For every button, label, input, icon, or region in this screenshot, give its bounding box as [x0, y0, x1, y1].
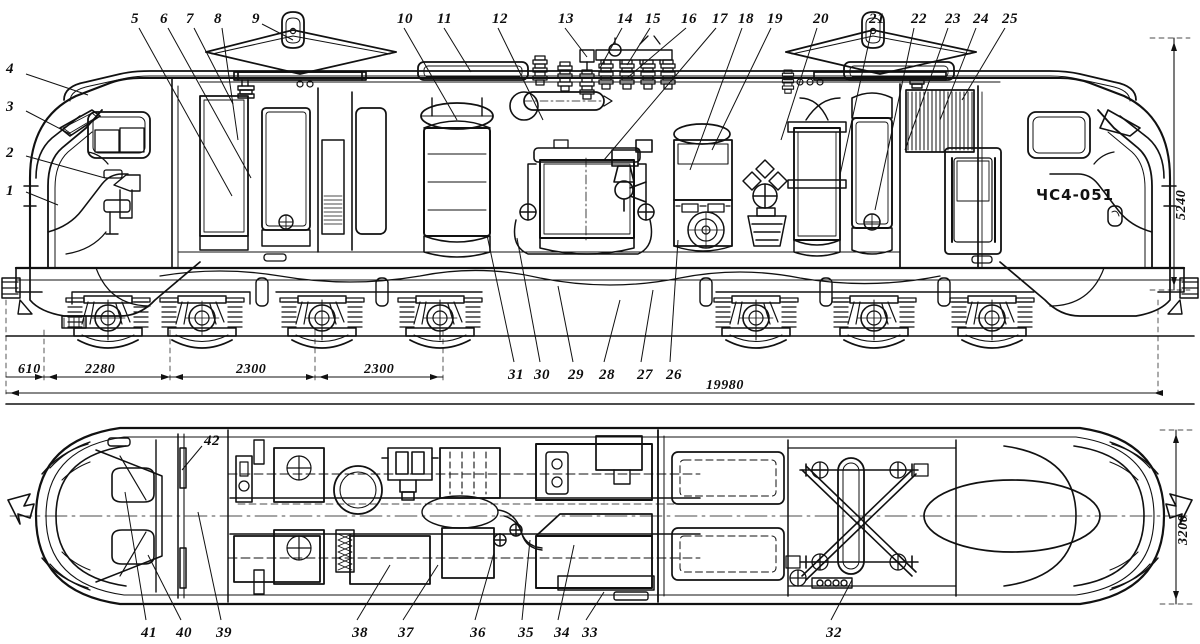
callout-top-5: 5	[131, 11, 139, 27]
leader-line-34	[557, 544, 575, 621]
callout-bottom-27: 27	[637, 367, 653, 383]
bogie-group	[65, 295, 1035, 349]
callout-top-9: 9	[252, 11, 260, 27]
callout-plan-36: 36	[470, 625, 486, 641]
plan-view	[7, 426, 1193, 606]
dimension-span-1: 610	[18, 362, 41, 377]
leader-line-25	[961, 27, 1006, 101]
leader-line-1	[25, 191, 59, 206]
callout-top-17: 17	[712, 11, 728, 27]
leader-line-27	[640, 289, 654, 363]
leader-line-39	[197, 511, 222, 621]
leader-line-23	[904, 27, 949, 151]
leader-line-29	[557, 285, 574, 363]
leader-line-20	[780, 27, 818, 141]
leader-line-40	[147, 554, 182, 621]
callout-plan-38: 38	[352, 625, 368, 641]
leader-line-13	[564, 27, 588, 58]
callout-left-2: 2	[6, 145, 14, 161]
leader-line-41	[124, 491, 147, 621]
leader-line-12	[497, 27, 544, 121]
side-elevation-view	[1, 11, 1199, 405]
leader-line-14	[599, 27, 623, 69]
leader-line-19	[711, 27, 772, 151]
callout-plan-32: 32	[826, 625, 842, 641]
callout-leader-lines	[25, 23, 1006, 621]
callout-top-10: 10	[397, 11, 413, 27]
callout-plan-41: 41	[141, 625, 157, 641]
callout-bottom-26: 26	[666, 367, 682, 383]
callout-plan-42: 42	[204, 433, 220, 449]
leader-line-2	[25, 155, 106, 179]
leader-line-6	[167, 27, 252, 179]
callout-top-6: 6	[160, 11, 168, 27]
callout-left-3: 3	[6, 99, 14, 115]
callout-top-12: 12	[492, 11, 508, 27]
leader-line-22	[874, 27, 915, 211]
leader-line-32	[830, 579, 853, 621]
leader-line-5	[138, 27, 233, 197]
callout-top-22: 22	[911, 11, 927, 27]
callout-left-1: 1	[6, 183, 14, 199]
leader-line-31	[486, 234, 515, 363]
callout-top-7: 7	[186, 11, 194, 27]
locomotive-number-plate: ЧС4-051	[1036, 186, 1115, 204]
callout-top-21: 21	[869, 11, 885, 27]
leader-line-3	[25, 110, 73, 136]
leader-line-8	[221, 27, 239, 141]
leader-line-16	[626, 27, 687, 79]
callout-bottom-30: 30	[534, 367, 550, 383]
callout-left-4: 4	[6, 61, 14, 77]
callout-top-8: 8	[214, 11, 222, 27]
dimension-overall-width: 3200	[1176, 514, 1191, 545]
leader-line-21	[839, 27, 873, 176]
dimension-span-3: 2300	[236, 362, 267, 377]
leader-line-26	[669, 239, 679, 363]
leader-line-42	[181, 445, 203, 471]
leader-line-35	[521, 539, 531, 621]
callout-plan-39: 39	[216, 625, 232, 641]
callout-top-23: 23	[945, 11, 961, 27]
callout-top-15: 15	[645, 11, 661, 27]
callout-plan-37: 37	[398, 625, 414, 641]
callout-bottom-28: 28	[599, 367, 615, 383]
callout-top-11: 11	[437, 11, 453, 27]
callout-top-19: 19	[767, 11, 783, 27]
leader-line-11	[443, 27, 472, 73]
callout-plan-35: 35	[518, 625, 534, 641]
leader-line-24	[939, 27, 977, 121]
leader-line-15	[626, 27, 651, 66]
leader-line-17	[603, 27, 717, 161]
leader-line-7	[193, 27, 234, 105]
leader-line-38	[356, 564, 391, 621]
callout-top-14: 14	[617, 11, 633, 27]
leader-line-36	[474, 552, 495, 621]
leader-line-4	[25, 73, 89, 96]
callout-plan-33: 33	[582, 625, 598, 641]
dimension-span-4: 2300	[364, 362, 395, 377]
callout-plan-40: 40	[176, 625, 192, 641]
callout-top-20: 20	[813, 11, 829, 27]
leader-line-30	[516, 237, 541, 363]
callout-top-25: 25	[1002, 11, 1018, 27]
leader-line-28	[603, 299, 621, 363]
callout-bottom-29: 29	[568, 367, 584, 383]
leader-line-9	[261, 23, 294, 41]
callout-top-13: 13	[558, 11, 574, 27]
dimension-span-2: 2280	[85, 362, 116, 377]
callout-bottom-31: 31	[508, 367, 524, 383]
callout-plan-34: 34	[554, 625, 570, 641]
leader-line-37	[402, 564, 439, 621]
callout-top-24: 24	[973, 11, 989, 27]
callout-top-18: 18	[738, 11, 754, 27]
dimension-overall-height: 5240	[1174, 189, 1189, 220]
leader-line-18	[689, 27, 743, 171]
callout-top-16: 16	[681, 11, 697, 27]
leader-line-33	[585, 591, 605, 621]
leader-line-10	[403, 27, 458, 121]
dimension-overall-length: 19980	[706, 378, 744, 393]
